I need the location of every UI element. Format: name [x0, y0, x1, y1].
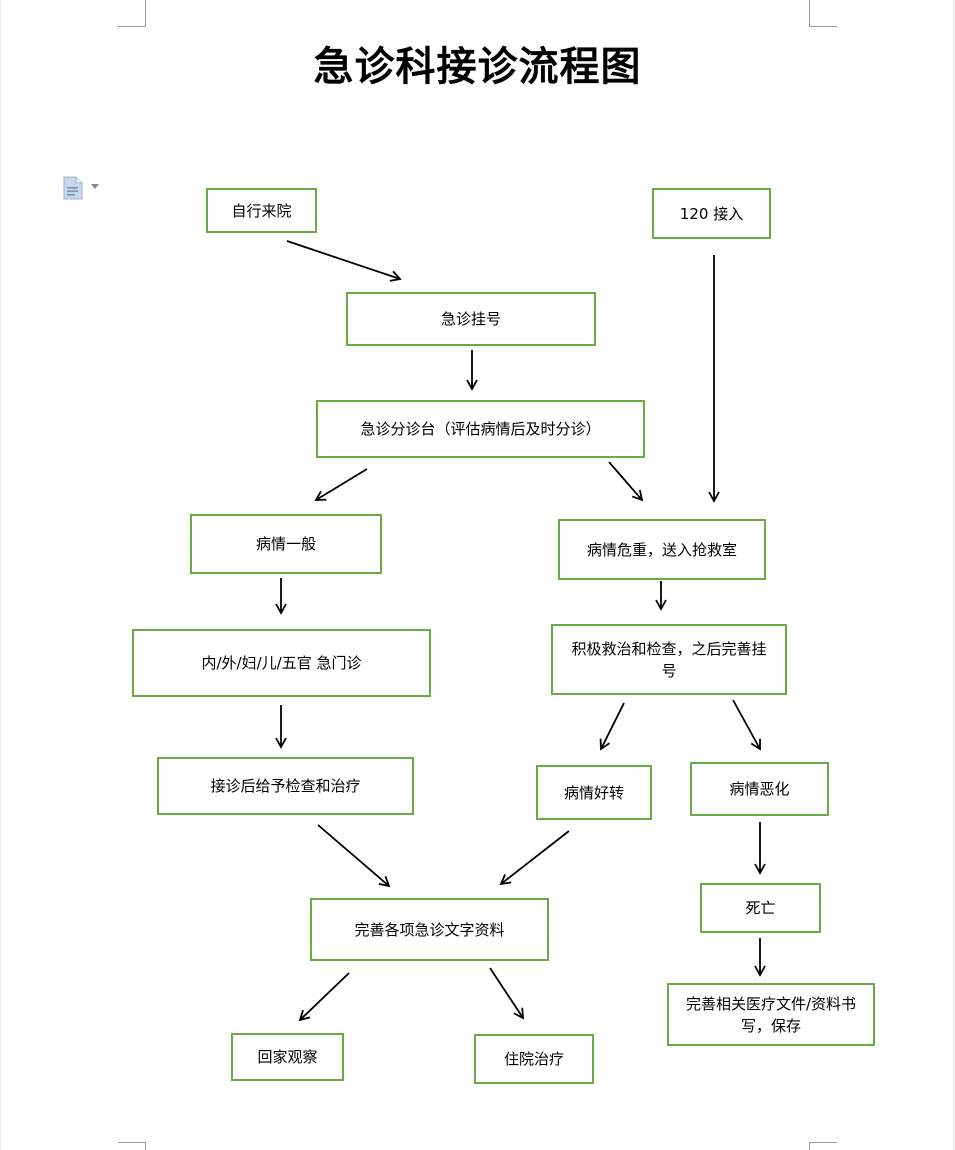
node-condition-worsened: 病情恶化 [690, 762, 829, 816]
node-death: 死亡 [700, 883, 821, 933]
arrow-records-to-hospital [489, 967, 525, 1020]
node-triage: 急诊分诊台（评估病情后及时分诊） [316, 400, 645, 458]
node-condition-general: 病情一般 [190, 514, 382, 574]
crop-mark-bottom-right [809, 1142, 810, 1150]
node-complete-records: 完善各项急诊文字资料 [310, 898, 549, 961]
node-registration: 急诊挂号 [346, 292, 596, 346]
crop-mark-bottom-left-h [118, 1142, 146, 1143]
arrow-improved-to-records [499, 830, 570, 886]
arrow-rescue-to-worsened [732, 699, 761, 751]
node-condition-critical: 病情危重，送入抢救室 [558, 519, 766, 580]
node-hospitalization: 住院治疗 [474, 1034, 594, 1084]
crop-mark-top-right [809, 0, 810, 26]
arrow-triage-to-critical [608, 461, 644, 502]
page-title: 急诊科接诊流程图 [313, 43, 642, 90]
node-active-rescue: 积极救治和检查，之后完善挂号 [551, 624, 787, 695]
arrow-self-to-registration [286, 240, 402, 282]
arrow-rescue-to-improved [599, 702, 625, 751]
node-complete-death-docs: 完善相关医疗文件/资料书写，保存 [667, 983, 875, 1046]
arrow-triage-to-general [314, 468, 368, 501]
page-border-left [0, 0, 1, 1150]
document-icon[interactable] [62, 176, 84, 200]
node-self-arrival: 自行来院 [206, 188, 317, 233]
crop-mark-bottom-left [145, 1142, 146, 1150]
node-condition-improved: 病情好转 [536, 765, 652, 820]
crop-mark-bottom-right-h [809, 1142, 837, 1143]
node-home-observation: 回家观察 [231, 1033, 344, 1081]
node-outpatient-departments: 内/外/妇/儿/五官 急门诊 [132, 629, 431, 697]
arrow-exam-to-records [317, 824, 391, 888]
crop-mark-top-right-h [809, 26, 837, 27]
arrow-records-to-home [298, 972, 350, 1022]
page-border-right [953, 0, 954, 1150]
node-exam-and-treatment: 接诊后给予检查和治疗 [157, 757, 414, 815]
chevron-down-icon[interactable] [91, 184, 99, 189]
crop-mark-top-left [145, 0, 146, 26]
crop-mark-top-left-h [118, 26, 146, 27]
node-ambulance-120: 120 接入 [652, 188, 771, 239]
